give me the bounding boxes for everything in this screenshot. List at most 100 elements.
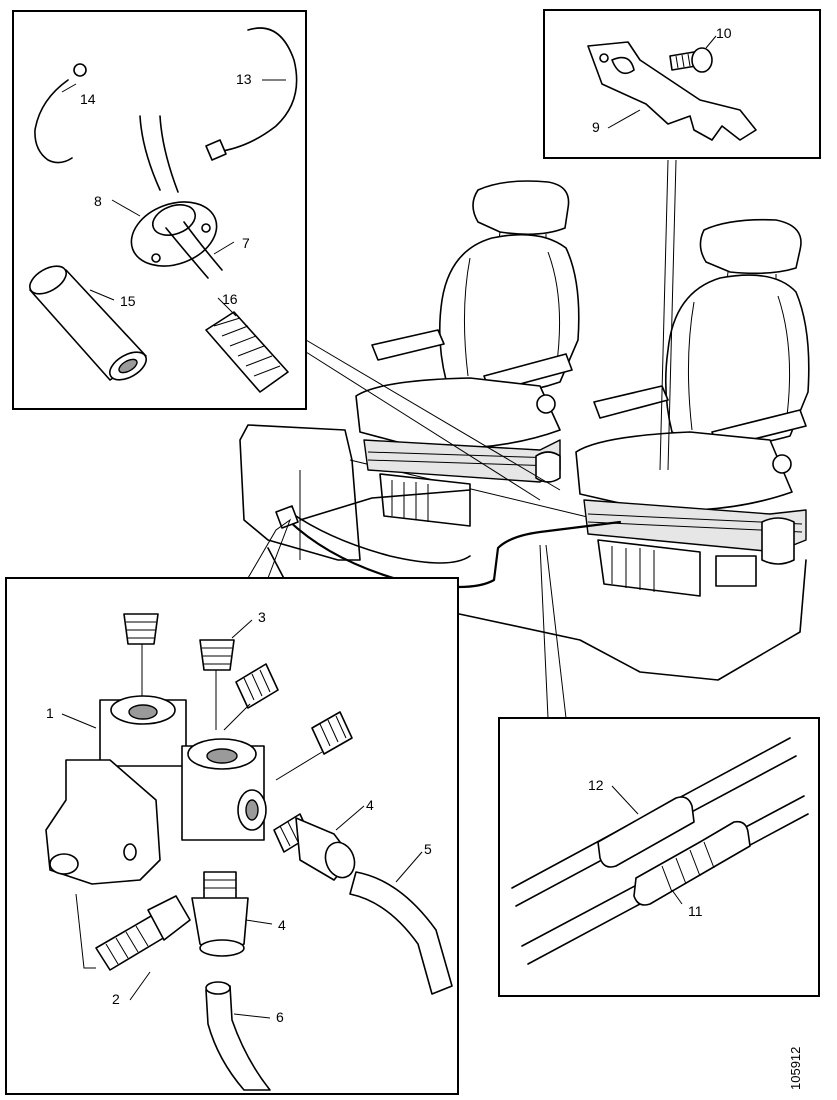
leader-3 [231,619,253,639]
seat-left [355,180,580,527]
valve-block-1-right-port [206,748,238,764]
seat-left-armrest-left [371,329,445,361]
leader-5 [395,851,423,883]
sleeve-12 [597,796,695,868]
seat-right-armrest-left [593,385,669,419]
plug-3-a [123,613,159,645]
valve-block-1-side-bore [245,799,259,821]
grommet-8-hole-2 [201,223,211,233]
leader-6 [233,1013,271,1019]
fitting-4-bottom [191,871,249,957]
callout-13: 13 [236,71,252,87]
screw-2-head [147,895,191,941]
hose-6 [205,985,271,1091]
detail-box-bottom-left [5,577,459,1095]
leader-4a [335,805,365,831]
hose-to-left-seat [299,489,471,521]
air-hose-route [286,518,622,589]
callout-numbers: 14 13 8 7 15 16 9 10 12 11 1 3 4 5 4 6 2 [46,25,732,1025]
callout-3: 3 [258,609,266,625]
leader-1 [61,713,97,729]
leader-top-right-box [659,159,669,471]
callout-7: 7 [242,235,250,251]
floor-panel-left [239,424,361,561]
fitting-4-right [273,813,356,881]
seat-left-cushion [355,377,561,450]
seat-left-bellows-lines [367,451,557,467]
clip-13-head [205,139,227,161]
plug-3-leaders [141,644,323,781]
valve-block-1 [45,695,267,885]
leader-lines [247,159,677,719]
hose-7-upper-b [159,115,179,193]
callout-1: 1 [46,705,54,721]
plug-3-b-thread [202,647,232,665]
leader-12 [611,785,639,815]
hose-6-end [205,981,231,995]
callout-8: 8 [94,193,102,209]
hose-5 [349,871,453,995]
bracket-hole-b [123,843,137,861]
seat-right-backrest [664,274,810,448]
document-number: 105912 [788,1047,803,1090]
connector-11 [633,820,751,906]
bracket-9-tab [611,56,635,75]
leader-11 [671,889,683,905]
screw-2-leader [75,893,96,969]
callout-11: 11 [688,903,703,919]
seat-right-cushion [575,431,793,512]
detail-frame-top-right [543,9,821,159]
main-view-seats [239,180,810,681]
spiral-sleeve-16-coils [213,317,281,377]
cable-tie-14 [34,79,73,164]
callout-12: 12 [588,777,604,793]
seat-right [575,218,810,597]
fitting-4-bottom-thread-lines [204,879,236,889]
plug-3-b [199,639,235,671]
seat-right-knob [772,454,792,474]
callout-15: 15 [120,293,136,309]
connector-11-ridges [661,841,715,893]
backrest-seams-right [687,295,791,431]
leader-2 [129,971,151,1001]
plug-3-d-thread [319,715,347,747]
callout-14: 14 [80,91,96,107]
sleeve-15-bore [118,358,138,374]
leader-4b [245,919,273,925]
plug-3-c-thread [243,669,271,701]
spiral-sleeve-16 [205,311,289,393]
plug-3-d [311,711,353,755]
leader-15 [89,289,115,301]
callout-4-right: 4 [366,797,374,813]
hose-7-lower [165,227,209,279]
hose-7-upper [139,115,161,191]
detail-box-top-left [12,10,307,410]
leader-bottom-right-box [539,544,567,719]
valve-mount-location [275,505,299,529]
grommet-8-hole [151,253,161,263]
leader-14 [61,83,77,93]
seat-left-base [379,473,471,527]
leader-bottom-left-box [247,518,292,579]
grommet-8-collar [151,204,197,236]
callout-5: 5 [424,841,432,857]
seat-left-backrest [438,233,580,394]
screw-2 [75,893,191,971]
plug-3-a-thread [126,621,156,639]
fitting-4-bottom-end [199,939,245,957]
fitting-4-right-thread-lines [279,821,299,847]
seat-right-headrest [699,218,802,275]
seat-left-headrest [472,180,570,236]
seat-right-side-panel [761,517,795,565]
bracket-hole-a [49,853,79,875]
seat-right-base-slots [611,546,655,592]
detail-box-bottom-right [498,717,820,997]
air-hose-secondary [289,511,471,564]
leader-9 [607,109,641,129]
bracket-9-hole [599,53,609,63]
sleeve-15-end-top [29,265,67,295]
hose-7-lower-b [183,221,223,271]
callout-9: 9 [592,119,600,135]
fitting-4-right-end [324,841,356,879]
seat-right-bellows [583,499,807,553]
